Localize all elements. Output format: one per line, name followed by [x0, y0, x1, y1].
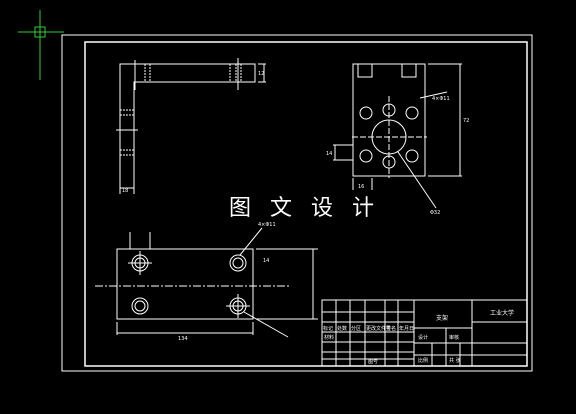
dim-bottom-right: 14 [263, 258, 269, 264]
front-view-plate [333, 63, 462, 209]
dim-front-bottom: 16 [358, 184, 364, 190]
crosshair-cursor-icon [18, 10, 64, 80]
title-row-label-2: 分区 [351, 325, 361, 332]
dim-bottom-length: 134 [178, 336, 188, 342]
title-row-label-4: 签名 [386, 325, 396, 332]
title-block [321, 299, 528, 367]
side-view-l-bracket [116, 58, 266, 194]
title-row-label-1: 处数 [337, 325, 347, 332]
title-check: 审核 [449, 334, 459, 341]
hole-callout-1: 4×Φ11 [432, 96, 450, 102]
title-row-label-0: 标记 [323, 325, 333, 332]
title-material: 材料 [324, 334, 334, 341]
watermark-text: 图 文 设 计 [229, 196, 380, 221]
dim-front-left: 14 [326, 151, 332, 157]
hole-callout-2: Φ32 [430, 210, 440, 216]
dim-top-left-bottom: 18 [122, 188, 128, 194]
dim-top-left-height: 12 [258, 71, 264, 77]
title-school: 工业大学 [490, 309, 514, 317]
title-sheet: 共 张 [449, 357, 461, 364]
title-row-label-3: 更改文件号 [366, 325, 391, 332]
dim-front-right: 72 [463, 118, 469, 124]
hole-callout-bottom: 4×Φ11 [258, 222, 276, 228]
title-scale: 比例 [418, 357, 428, 364]
title-part-name: 支架 [436, 314, 448, 322]
sheet-inner-border [84, 41, 528, 367]
title-designer: 设计 [418, 334, 428, 341]
sheet-outer-frame [61, 34, 533, 372]
title-drawing-no: 图号 [368, 359, 378, 365]
title-row-label-5: 年月日 [399, 325, 414, 332]
top-view-plate [95, 227, 318, 338]
